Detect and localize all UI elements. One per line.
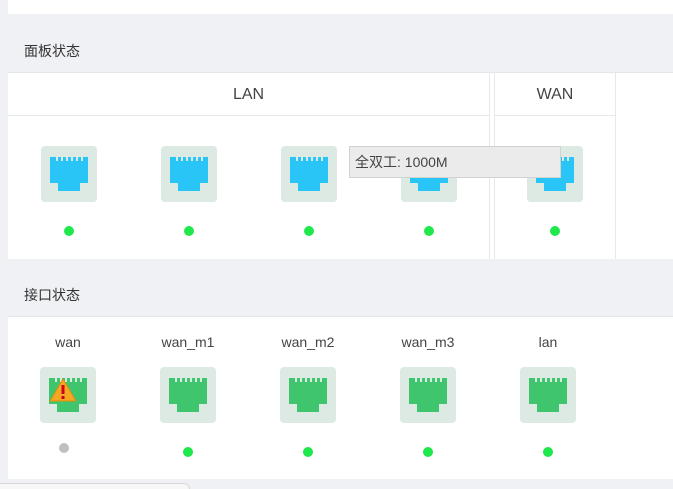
warning-icon — [49, 378, 77, 402]
interface-status-card: 接口状态 — [8, 273, 673, 479]
interface-status-title: 接口状态 — [8, 273, 673, 317]
interface-label-wan-m2: wan_m2 — [281, 334, 335, 350]
ethernet-port-icon — [529, 378, 567, 412]
interface-label-lan: lan — [538, 334, 558, 350]
wan-header: WAN — [495, 73, 615, 116]
ethernet-port-icon — [409, 378, 447, 412]
interface-lan-status-dot — [543, 447, 553, 457]
interface-label-wan: wan — [55, 334, 81, 350]
interface-label-wan-m1: wan_m1 — [161, 334, 215, 350]
lan-port-1[interactable] — [41, 146, 97, 202]
interface-port-wan-m2[interactable] — [280, 367, 336, 423]
interface-wan-m2-status-dot — [303, 447, 313, 457]
wan-column: WAN — [495, 73, 616, 259]
lan-header: LAN — [8, 73, 489, 116]
panel-status-title: 面板状态 — [8, 29, 673, 73]
ethernet-port-icon — [50, 157, 88, 191]
lan-port-2[interactable] — [161, 146, 217, 202]
port-tooltip: 全双工: 1000M — [349, 146, 561, 178]
ethernet-port-icon — [289, 378, 327, 412]
top-card — [8, 0, 673, 14]
interface-port-wan-m3[interactable] — [400, 367, 456, 423]
interface-port-wan[interactable] — [40, 367, 96, 423]
interface-wan-m1-status-dot — [183, 447, 193, 457]
lan-port-3[interactable] — [281, 146, 337, 202]
wan-port-1-status-dot — [550, 226, 560, 236]
horizontal-scrollbar[interactable] — [0, 483, 190, 489]
lan-port-4-status-dot — [424, 226, 434, 236]
interface-port-lan[interactable] — [520, 367, 576, 423]
interface-wan-m3-status-dot — [423, 447, 433, 457]
lan-port-1-status-dot — [64, 226, 74, 236]
ethernet-port-icon — [169, 378, 207, 412]
panel-status-card: 面板状态 LAN WAN — [8, 29, 673, 259]
interface-wan-status-dot — [59, 443, 69, 453]
interface-label-wan-m3: wan_m3 — [401, 334, 455, 350]
lan-port-3-status-dot — [304, 226, 314, 236]
lan-port-2-status-dot — [184, 226, 194, 236]
ethernet-port-icon — [290, 157, 328, 191]
interface-port-wan-m1[interactable] — [160, 367, 216, 423]
ethernet-port-icon — [170, 157, 208, 191]
